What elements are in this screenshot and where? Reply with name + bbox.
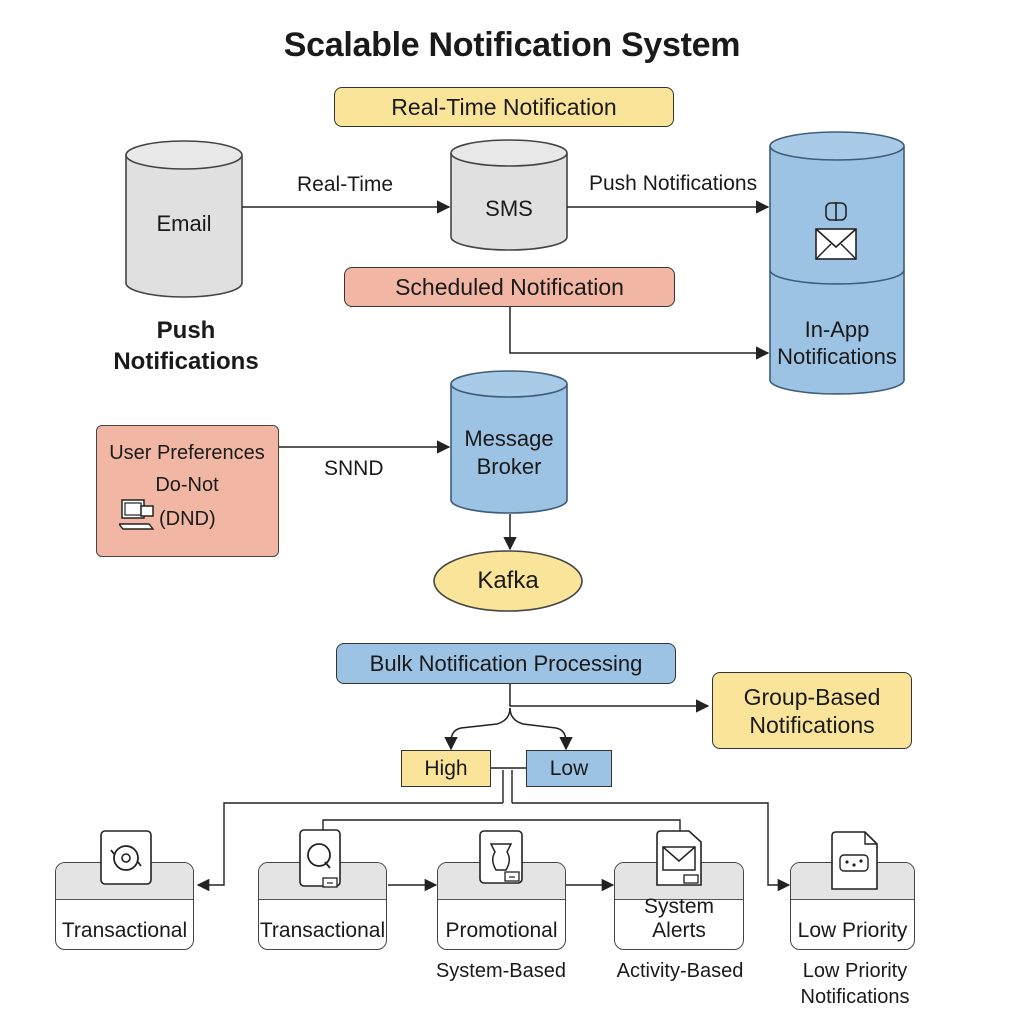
card-transactional-1: Transactional <box>55 862 194 950</box>
diagram-title: Scalable Notification System <box>283 26 741 64</box>
push-label-line2: Notifications <box>113 348 259 375</box>
in-app-cylinder <box>769 131 905 395</box>
bulk-notification-processing-node: Bulk Notification Processing <box>336 643 676 684</box>
push-notifications-label: Push Notifications <box>100 315 272 377</box>
push-label-line1: Push <box>156 317 216 344</box>
activity-based-label: Activity-Based <box>616 960 744 982</box>
in-app-label-line2: Notifications <box>777 344 897 369</box>
kafka-label: Kafka <box>477 567 539 594</box>
card-label: Promotional <box>445 919 558 942</box>
sms-cylinder <box>450 139 568 251</box>
laptop-icon <box>119 499 155 530</box>
group-label-line1: Group-Based <box>743 683 881 710</box>
email-label: Email <box>156 211 212 236</box>
user-pref-line3: (DND) <box>159 508 216 530</box>
email-cylinder <box>125 140 243 298</box>
card-label: System Alerts <box>643 895 714 942</box>
envelope-icon <box>656 830 702 886</box>
card-label: Transactional <box>259 919 386 942</box>
card-transactional-2: Transactional <box>258 862 387 950</box>
in-app-label: In-App Notifications <box>770 316 904 370</box>
edge-label-push-notifications: Push Notifications <box>589 172 758 195</box>
low-priority-notifications-label: Low Priority Notifications <box>780 958 930 1010</box>
system-based-label: System-Based <box>435 960 567 982</box>
vase-icon <box>479 830 523 884</box>
signal-icon <box>825 202 847 221</box>
user-pref-line2: Do-Not <box>155 474 219 496</box>
message-broker-label: Message Broker <box>451 425 567 481</box>
edge-label-snnd: SNND <box>324 457 384 480</box>
sms-label: SMS <box>485 196 533 221</box>
sync-icon <box>100 830 152 885</box>
user-pref-line1: User Preferences <box>109 442 265 464</box>
file-icon <box>831 831 878 890</box>
scheduled-notification-node: Scheduled Notification <box>344 267 675 307</box>
edge-label-real-time: Real-Time <box>297 173 394 196</box>
low-priority-line1: Low Priority <box>802 960 908 982</box>
card-label: Transactional <box>61 919 188 942</box>
document-icon <box>299 829 341 888</box>
envelope-icon <box>815 228 857 260</box>
card-label: Low Priority <box>797 919 908 942</box>
priority-low-node: Low <box>526 750 612 787</box>
group-based-notifications-node: Group-Based Notifications <box>712 672 912 749</box>
low-priority-line2: Notifications <box>800 986 910 1008</box>
real-time-notification-node: Real-Time Notification <box>334 87 674 127</box>
kafka-node <box>433 550 583 612</box>
group-label-line2: Notifications <box>749 711 875 738</box>
priority-high-node: High <box>401 750 491 787</box>
broker-label-line1: Message <box>464 426 554 451</box>
card-promotional: Promotional <box>437 862 566 950</box>
in-app-label-line1: In-App <box>804 317 870 342</box>
message-broker-cylinder <box>450 370 568 514</box>
broker-label-line2: Broker <box>476 454 542 479</box>
card-low-priority: Low Priority <box>790 862 915 950</box>
user-preferences-node: User Preferences Do-Not (DND) <box>96 425 279 557</box>
